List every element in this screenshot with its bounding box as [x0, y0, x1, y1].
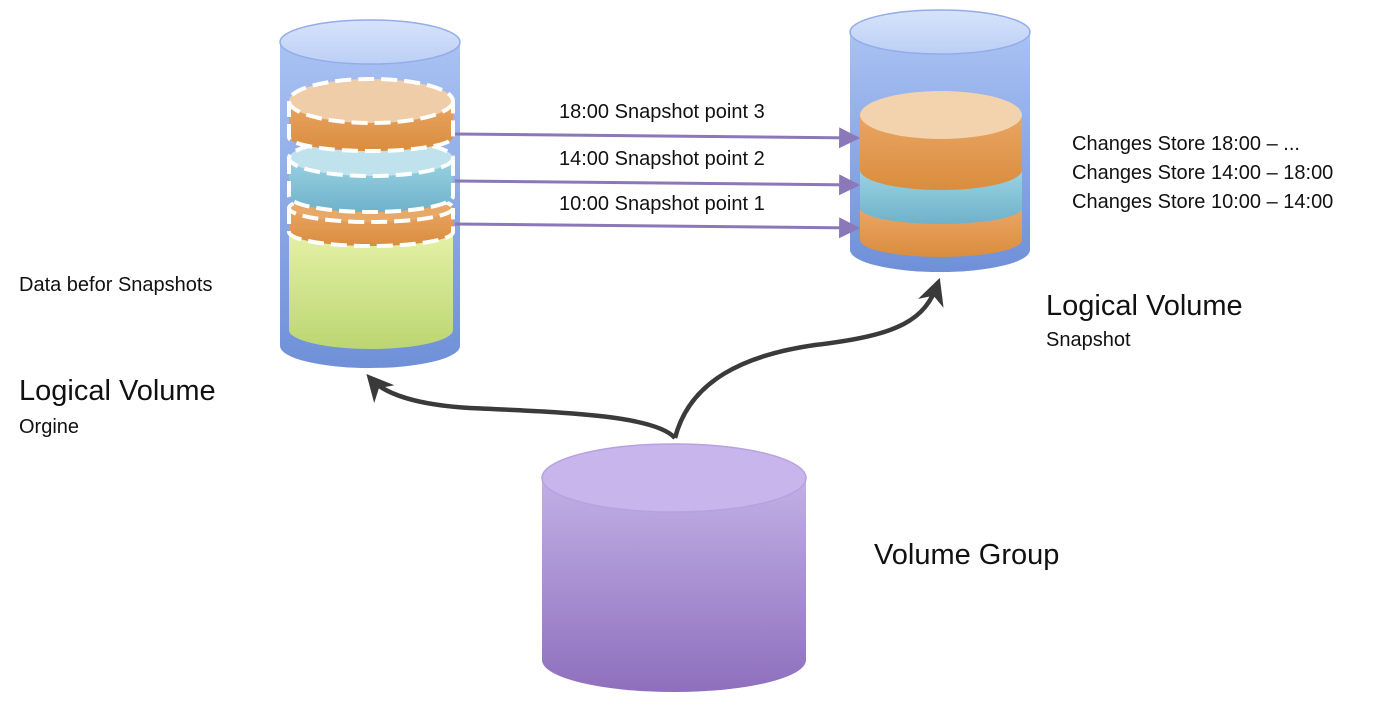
volume-group-cylinder [541, 443, 807, 692]
changes-store-10-00: Changes Store 10:00 – 14:00 [1072, 191, 1334, 213]
changes-store-18-00: Changes Store 18:00 – ... [1072, 133, 1300, 155]
vg-to-snapshot-arrow [672, 277, 944, 439]
changes-store-14-00: Changes Store 14:00 – 18:00 [1072, 162, 1334, 184]
snapshot-point-1-arrow [454, 217, 861, 239]
snapshot-point-2-arrow [454, 174, 861, 196]
snapshot-point-1-label: 10:00 Snapshot point 1 [559, 193, 765, 215]
snapshot-volume-title: Logical Volume [1046, 290, 1243, 322]
snapshot-point-2-label: 14:00 Snapshot point 2 [559, 148, 765, 170]
origin-segment-18-00 [287, 77, 455, 153]
origin-data-segment [289, 232, 453, 349]
volume-group-label: Volume Group [874, 539, 1060, 571]
origin-volume-subtitle: Orgine [19, 416, 80, 438]
snapshot-point-3-arrow [454, 127, 861, 149]
origin-volume-title: Logical Volume [19, 375, 216, 407]
snapshot-point-3-label: 18:00 Snapshot point 3 [559, 101, 765, 123]
changes-store-list: Changes Store 18:00 – ... Changes Store … [1072, 130, 1333, 217]
vg-to-origin-arrow [366, 373, 677, 440]
snapshot-store-18-00 [860, 91, 1022, 190]
snapshot-volume-subtitle: Snapshot [1046, 329, 1131, 351]
data-before-snapshots-label: Data befor Snapshots [19, 274, 213, 296]
